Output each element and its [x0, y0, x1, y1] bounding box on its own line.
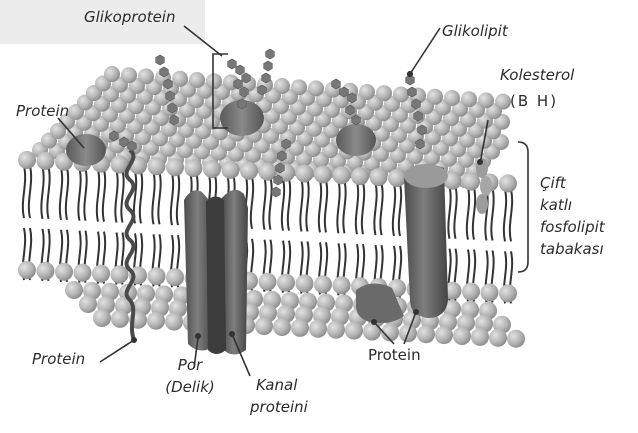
label-protein-bottom-left: Protein	[32, 350, 85, 368]
label-pore-line2: (Delik)	[165, 378, 215, 396]
peripheral-protein-top-left	[66, 134, 106, 166]
integral-protein-right	[404, 164, 448, 318]
label-channel-line1: Kanal	[256, 376, 308, 394]
label-glycolipid: Glikolipit	[442, 22, 508, 40]
label-bilayer: Çift katlı fosfolipit tabakası	[540, 172, 605, 260]
label-bilayer-line1: Çift	[540, 172, 605, 194]
bilayer-brace	[518, 142, 528, 272]
peripheral-protein-middle	[336, 124, 376, 156]
channel-protein	[184, 190, 248, 355]
label-protein-bottom-right: Protein	[368, 346, 421, 364]
label-pore: Por (Delik)	[165, 356, 215, 396]
label-protein-top-left: Protein	[16, 102, 69, 120]
label-cholesterol-paren: (B H)	[510, 92, 558, 110]
label-bilayer-line3: fosfolipit	[540, 216, 605, 238]
label-bilayer-line4: tabakası	[540, 238, 605, 260]
label-bilayer-line2: katlı	[540, 194, 605, 216]
label-channel-protein: Kanal proteini	[250, 376, 308, 416]
label-channel-line2: proteini	[250, 398, 308, 416]
label-cholesterol: Kolesterol	[500, 66, 574, 84]
label-pore-line1: Por	[165, 356, 215, 374]
label-glycoprotein: Glikoprotein	[84, 8, 175, 26]
